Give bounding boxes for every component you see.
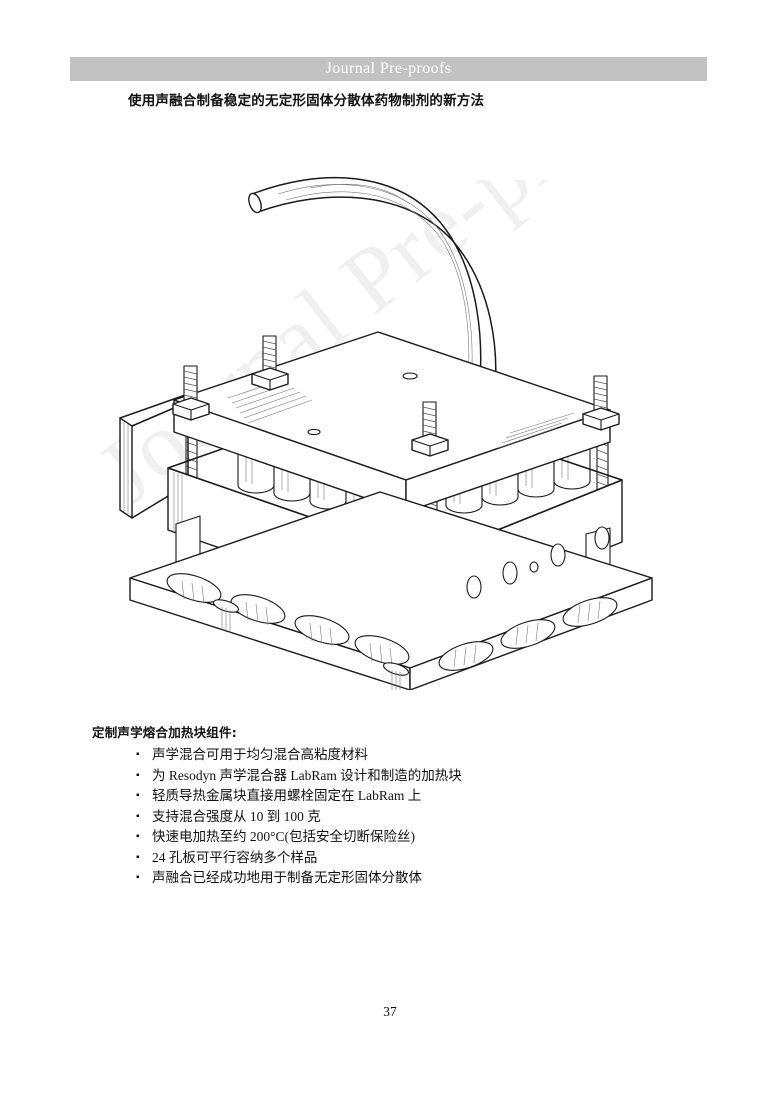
caption-heading: 定制声学熔合加热块组件: <box>92 725 237 740</box>
side-vent-holes <box>466 526 610 599</box>
caption-bullet-list: ▪ 声学混合可用于均匀混合高粘度材料 ▪ 为 Resodyn 声学混合器 Lab… <box>92 745 692 889</box>
flexible-tube-icon <box>248 176 497 403</box>
heating-block-line-drawing: .ln { fill:none; stroke:#1a1a1a; stroke-… <box>119 176 653 690</box>
base-plate-24-well <box>129 491 653 690</box>
left-side-bracket <box>119 393 189 519</box>
list-item: ▪ 24 孔板可平行容纳多个样品 <box>92 848 692 869</box>
bullet-square-icon: ▪ <box>136 872 140 883</box>
well-openings-right-row <box>438 597 618 671</box>
list-item: ▪ 为 Resodyn 声学混合器 LabRam 设计和制造的加热块 <box>92 766 692 787</box>
banner-title: Journal Pre-proofs <box>325 60 452 77</box>
bullet-square-icon: ▪ <box>136 790 140 801</box>
list-item-label: 轻质导热金属块直接用螺栓固定在 LabRam 上 <box>152 788 422 803</box>
list-item-label: 支持混合强度从 10 到 100 克 <box>152 808 321 824</box>
stud-back-center <box>251 335 289 391</box>
list-item-label: 快速电加热至约 200°C(包括安全切断保险丝) <box>152 829 416 844</box>
list-item-label: 24 孔板可平行容纳多个样品 <box>152 849 318 865</box>
bullet-square-icon: ▪ <box>136 810 140 822</box>
list-item: ▪ 轻质导热金属块直接用螺栓固定在 LabRam 上 <box>92 786 692 807</box>
list-item-label: 声学混合可用于均匀混合高粘度材料 <box>152 747 368 762</box>
list-item: ▪ 快速电加热至约 200°C(包括安全切断保险丝) <box>92 827 692 848</box>
list-item: ▪ 支持混合强度从 10 到 100 克 <box>92 807 692 828</box>
list-item: ▪ 声学混合可用于均匀混合高粘度材料 <box>92 745 692 766</box>
stud-right <box>582 375 620 431</box>
figure-heating-block-assembly: .ln { fill:none; stroke:#1a1a1a; stroke-… <box>110 150 680 690</box>
bullet-square-icon: ▪ <box>136 749 140 760</box>
list-item-label: 声融合已经成功地用于制备无定形固体分散体 <box>152 870 422 885</box>
page-number: 37 <box>383 1004 397 1019</box>
well-openings-left-row <box>166 573 410 667</box>
list-item: ▪ 声融合已经成功地用于制备无定形固体分散体 <box>92 868 692 889</box>
bullet-square-icon: ▪ <box>136 769 140 781</box>
corner-threaded-studs-front <box>172 335 620 457</box>
list-item-label: 为 Resodyn 声学混合器 LabRam 设计和制造的加热块 <box>152 767 462 783</box>
bullet-square-icon: ▪ <box>136 851 140 863</box>
bullet-square-icon: ▪ <box>136 831 140 842</box>
page-title: 使用声融合制备稳定的无定形固体分散体药物制剂的新方法 <box>128 93 485 109</box>
journal-preproofs-banner: Journal Pre-proofs <box>70 57 707 81</box>
figure-caption-block: 定制声学熔合加热块组件: ▪ 声学混合可用于均匀混合高粘度材料 ▪ 为 Reso… <box>92 722 692 889</box>
stud-front-center <box>411 401 449 457</box>
stud-left <box>172 365 210 421</box>
